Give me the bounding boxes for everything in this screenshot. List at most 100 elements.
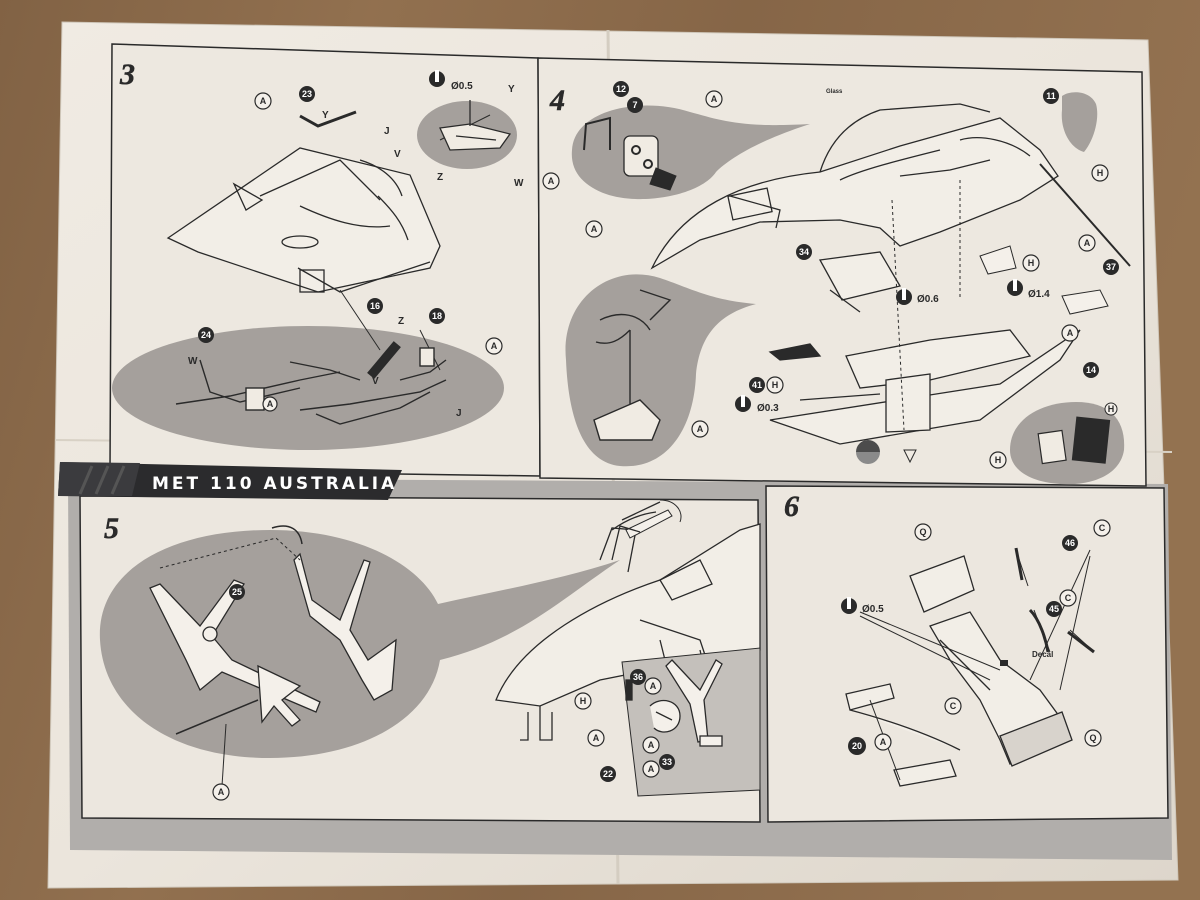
step5-steering-column [611,525,641,561]
svg-text:46: 46 [1065,538,1075,548]
step5-callout-25: 25 [229,584,245,600]
svg-text:Q: Q [919,527,926,537]
step4-drill-indicator-b: Ø1.4 [1007,279,1050,300]
step4-zoom-parts-right [1037,416,1111,465]
svg-text:A: A [548,176,555,186]
step5-panel-parts [625,659,723,747]
svg-text:25: 25 [232,587,242,597]
step4-letter-a-1: A [705,90,723,108]
step4-letter-a-5: A [691,420,709,438]
step4-letter-h-5: H [1104,402,1118,416]
step5-parts-panel [621,647,761,797]
svg-text:C: C [1099,523,1106,533]
step-number-5: 5 [104,512,119,545]
step6-callout-20: 20 [848,737,866,755]
step3-letter-j-1: J [384,126,390,137]
svg-text:34: 34 [799,247,809,257]
step6-letter-c-1: C [1093,519,1111,537]
step4-part-h-insert [979,245,1017,275]
svg-text:20: 20 [852,741,862,751]
step5-letter-a-5: A [642,760,660,778]
step4-drill-label-c: Ø0.3 [757,403,779,414]
step6-drill-label: Ø0.5 [862,604,884,615]
step3-letter-w-2: W [188,356,198,367]
banner-title: MET 110 AUSTRALIA [152,474,397,494]
step3-letter-w-1: W [514,178,524,189]
svg-text:37: 37 [1106,262,1116,272]
svg-text:C: C [1065,593,1072,603]
step3-letter-z-2: Z [398,316,404,327]
step3-part-23-rod [299,110,357,128]
step5-wishbone-left [149,579,321,713]
step6-callout-45: 45 [1046,601,1062,617]
step3-letter-callout-a2: A [485,337,503,355]
step3-drill-label: Ø0.5 [451,81,473,92]
svg-text:A: A [711,94,718,104]
step3-suspension-arms [175,341,447,425]
step5-letter-h: H [574,692,592,710]
step3-letter-y-1: Y [322,110,329,121]
step4-callout-41: 41 [749,377,765,393]
step-number-4: 4 [549,84,565,117]
step3-letter-callout-a3: A [262,396,278,412]
svg-text:36: 36 [633,672,643,682]
step6-letter-c-2: C [1059,589,1077,607]
svg-text:A: A [491,341,498,351]
svg-text:H: H [1097,168,1104,178]
svg-text:A: A [648,740,655,750]
svg-text:A: A [880,737,887,747]
step5-callout-36: 36 [630,669,646,685]
step5-letter-a-3: A [587,729,605,747]
step4-zoom-parts-left [593,289,672,441]
step6-letter-a: A [874,733,892,751]
step4-drill-label-b: Ø1.4 [1028,289,1050,300]
step3-letter-v-1: V [394,149,401,160]
svg-text:A: A [1084,238,1091,248]
svg-text:A: A [697,424,704,434]
step-number-3: 3 [119,58,135,91]
step4-letter-a-6: A [1061,324,1079,342]
step4-letter-a-2: A [542,172,560,190]
step4-letter-h-4: H [989,451,1007,469]
step3-callout-18: 18 [429,308,445,324]
step3-callout-16: 16 [367,298,383,314]
step4-drill-label-a: Ø0.6 [917,294,939,305]
step6-letter-c-3: C [944,697,962,715]
step3-letter-v-2: V [372,376,379,387]
svg-text:A: A [260,96,267,106]
svg-text:41: 41 [752,380,762,390]
title-banner [58,462,402,500]
step4-callout-34: 34 [796,244,812,260]
step3-letter-z-1: Z [437,172,443,183]
step3-callout-23: 23 [299,86,315,102]
step6-letter-q-2: Q [1084,729,1102,747]
svg-text:Q: Q [1089,733,1096,743]
svg-text:22: 22 [603,769,613,779]
step4-letter-a-4: A [1078,234,1096,252]
step5-callout-22: 22 [600,766,616,782]
step3-nose-assembly [166,147,441,293]
svg-text:A: A [1067,328,1074,338]
step4-pin [903,449,917,464]
step4-callout-7: 7 [627,97,643,113]
step4-glass-label: Glass [826,89,843,95]
svg-text:16: 16 [370,301,380,311]
svg-text:14: 14 [1086,365,1096,375]
step3-letter-callout-a1: A [254,92,272,110]
svg-text:H: H [772,380,779,390]
step4-drill-indicator-a: Ø0.6 [896,288,939,305]
step4-drill-indicator-c: Ø0.3 [735,395,779,414]
step4-letter-a-3: A [585,220,603,238]
svg-text:A: A [648,764,655,774]
step3-detail-balloon [112,326,504,450]
step-number-6: 6 [784,490,799,523]
step4-callout-37: 37 [1103,259,1119,275]
step4-callout-11: 11 [1043,88,1059,104]
svg-text:H: H [995,455,1002,465]
step5-letter-a-1: A [212,783,230,801]
step3-callout-24: 24 [198,327,214,343]
svg-text:C: C [950,701,957,711]
svg-text:H: H [1108,404,1115,414]
svg-text:H: H [1028,258,1035,268]
